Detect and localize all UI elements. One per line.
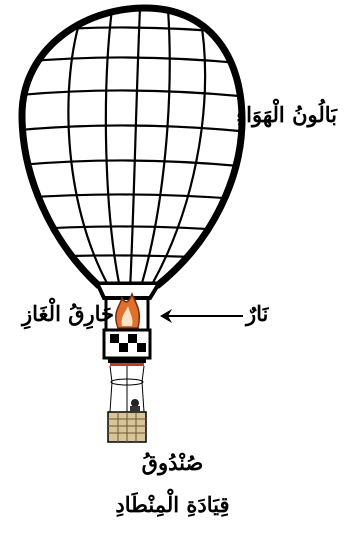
balloon-envelope (20, 8, 250, 298)
label-gas-burner: حَارِقُ الْغَازِ (22, 303, 114, 324)
label-basket-line1: صُنْدُوقُ (0, 452, 345, 473)
left-arrow-icon (160, 309, 243, 323)
label-hot-air-balloon: بَالُونُ الْهَوَاءِ (236, 104, 337, 125)
label-basket-line2: قِيَادَةِ الْمِنْطَادِ (0, 494, 345, 515)
label-fire: نَارٌ (246, 303, 268, 324)
ropes (110, 366, 144, 412)
